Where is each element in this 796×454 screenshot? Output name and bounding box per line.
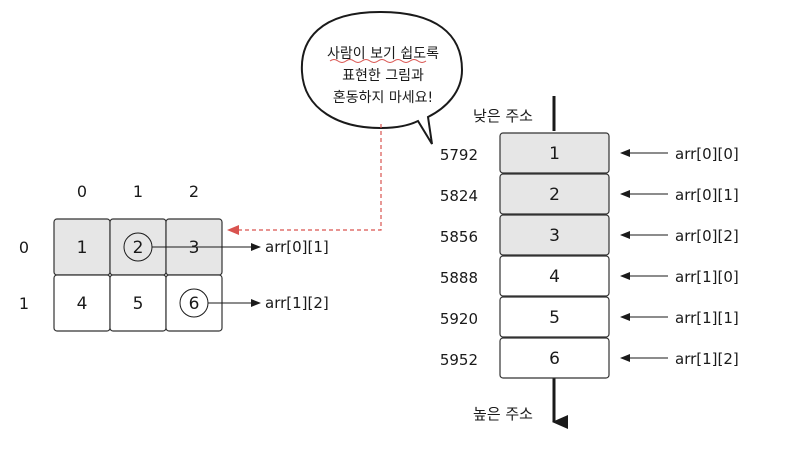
- low-address-label: 낮은 주소: [473, 107, 533, 125]
- grid-row-header: 1: [19, 294, 29, 313]
- grid-col-header: 2: [189, 182, 199, 201]
- memory-address: 5888: [440, 269, 478, 287]
- memory-cell-value: 1: [549, 144, 560, 164]
- memory-cell: [499, 214, 610, 256]
- memory-address: 5920: [440, 310, 478, 328]
- memory-element-label: arr[1][0]: [675, 268, 739, 286]
- high-address-label: 높은 주소: [473, 405, 533, 423]
- memory-address: 5856: [440, 228, 478, 246]
- pointer-label: arr[1][2]: [265, 294, 329, 312]
- memory-element-label: arr[1][2]: [675, 350, 739, 368]
- grid-cell-value: 2: [133, 238, 144, 258]
- dashed-pointer-arrow: [227, 124, 382, 235]
- memory-element-label: arr[0][0]: [675, 145, 739, 163]
- grid-cell-value: 5: [133, 294, 144, 314]
- memory-cell: [499, 255, 610, 297]
- memory-cell-value: 2: [549, 185, 560, 205]
- grid-row-header: 0: [19, 238, 29, 257]
- memory-cell: [499, 337, 610, 379]
- memory-cell-value: 5: [549, 308, 560, 328]
- grid-cell-value: 6: [189, 294, 200, 314]
- memory-element-label: arr[0][2]: [675, 227, 739, 245]
- bubble-line-1: 사람이 보기 쉽도록: [327, 46, 439, 62]
- memory-cell: [499, 132, 610, 174]
- speech-bubble: 사람이 보기 쉽도록 표현한 그림과 혼동하지 마세요!: [300, 10, 464, 145]
- memory-address: 5952: [440, 351, 478, 369]
- memory-cell-value: 3: [549, 226, 560, 246]
- memory-layout: 낮은 주소 높은 주소 1 5792 arr[0][0] 2 5824 arr[0][1]…: [440, 96, 739, 429]
- pointer-label: arr[0][1]: [265, 238, 329, 256]
- two-d-array-grid: 0 1 2 0 1 1 2 3 4 5 6 arr[0][1] arr[1][2]: [19, 182, 329, 332]
- memory-cell-value: 4: [549, 267, 560, 287]
- bubble-line-2: 표현한 그림과: [342, 68, 424, 84]
- memory-address: 5792: [440, 146, 478, 164]
- grid-cell-value: 4: [77, 294, 88, 314]
- grid-cell-value: 3: [189, 238, 200, 258]
- memory-element-label: arr[0][1]: [675, 186, 739, 204]
- memory-element-label: arr[1][1]: [675, 309, 739, 327]
- memory-cell: [499, 296, 610, 338]
- grid-cell-value: 1: [77, 238, 88, 258]
- memory-cell: [499, 173, 610, 215]
- memory-address: 5824: [440, 187, 478, 205]
- grid-col-header: 1: [133, 182, 143, 201]
- bubble-line-3: 혼동하지 마세요!: [333, 90, 433, 106]
- memory-cell-value: 6: [549, 349, 560, 369]
- grid-col-header: 0: [77, 182, 87, 201]
- bubble-squiggle: [329, 59, 427, 63]
- speech-bubble-shape: [300, 10, 464, 145]
